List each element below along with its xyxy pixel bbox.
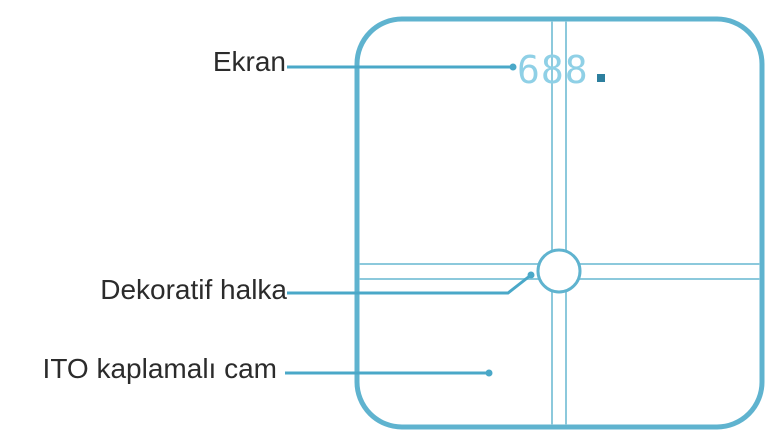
- leader-line-screen: [287, 63, 517, 71]
- display-dot: [597, 74, 605, 82]
- decorative-ring: [536, 248, 582, 294]
- label-screen: Ekran: [212, 46, 286, 77]
- vertical-divider: [551, 21, 567, 425]
- display-readout: 688: [517, 48, 589, 92]
- scale-body: [354, 16, 765, 430]
- label-decorative-ring: Dekoratif halka: [100, 274, 287, 305]
- leader-line-ito-glass: [285, 369, 493, 377]
- label-ito-glass: ITO kaplamalı cam: [42, 353, 277, 384]
- leader-line-decorative-ring: [287, 271, 535, 295]
